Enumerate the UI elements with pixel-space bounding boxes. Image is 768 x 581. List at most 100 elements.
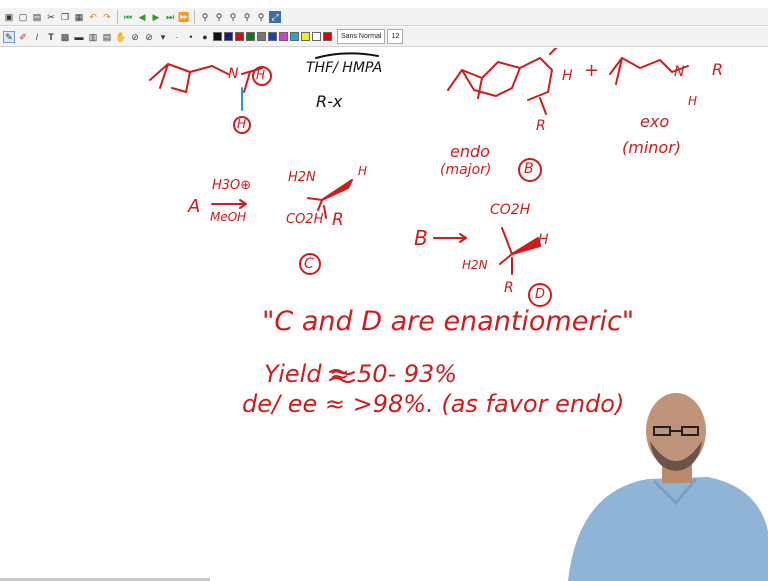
ring-stroke-right [609, 57, 689, 85]
sidechain-left [241, 67, 263, 93]
pen-icon[interactable]: ✎ [3, 30, 15, 43]
compound-c-label: C [304, 256, 314, 272]
thin-dot-icon[interactable]: · [175, 31, 179, 42]
save-icon[interactable]: ▣ [4, 11, 14, 22]
approx-mark-yield [329, 369, 355, 383]
undo-icon[interactable]: ↶ [89, 11, 97, 22]
color-swatch[interactable] [268, 32, 277, 41]
arrow-a-to-c [211, 199, 247, 209]
presenter-beard [650, 441, 702, 471]
vertical-space-icon[interactable]: ▬ [74, 31, 84, 42]
new-page-icon[interactable]: ▢ [18, 11, 28, 22]
color-swatch[interactable] [312, 32, 321, 41]
open-icon[interactable]: ▤ [32, 11, 42, 22]
reagents-top-text: THF/ HMPA [306, 60, 383, 76]
circled-h-bottom-label: H [237, 117, 247, 131]
c-r-label: R [332, 210, 344, 230]
pen-options-icon[interactable]: ▾ [160, 31, 166, 42]
hydrolysis-bottom-label: MeOH [210, 210, 247, 224]
d-co2h-label: CO2H [490, 202, 531, 218]
highlighter-icon[interactable]: / [35, 31, 39, 42]
wedge-d [511, 237, 541, 255]
color-swatch[interactable] [224, 32, 233, 41]
ring-stroke-mid [447, 61, 521, 99]
circled-h-top-label: H [256, 68, 266, 82]
plus-sign: + [584, 60, 600, 81]
product-r-left-label: R [536, 118, 546, 134]
presenter-shirt [568, 477, 768, 581]
b-arrow-label: B [414, 226, 428, 250]
toolbar-separator [194, 9, 195, 24]
presenter-video-overlay [568, 393, 768, 581]
hand-icon[interactable]: ✋ [115, 31, 127, 42]
circled-h-top [252, 66, 272, 86]
color-swatch[interactable] [279, 32, 288, 41]
medium-dot-icon[interactable]: • [189, 31, 193, 42]
product-h-left-label: H [562, 68, 573, 84]
shape-recognizer-icon[interactable]: ⊘ [131, 31, 139, 42]
zoom-fit-icon[interactable]: ⚲ [243, 11, 251, 22]
zoom-width-icon[interactable]: ⚲ [257, 11, 265, 22]
thick-dot-icon[interactable]: ● [202, 31, 208, 42]
main-toolbar: ▣ ▢ ▤ ✂ ❐ ▦ ↶ ↷ ⏮ ◀ ▶ ⏭ ⏩ ⚲ ⚲ ⚲ ⚲ ⚲ ⤢ [0, 8, 768, 26]
major-label: (major) [440, 162, 492, 178]
minor-label: (minor) [622, 138, 682, 157]
product-h-right-label: H [688, 94, 698, 108]
image-icon[interactable]: ▩ [60, 31, 70, 42]
last-page-icon[interactable]: ⏭ [165, 11, 175, 22]
next-page-icon[interactable]: ▶ [152, 11, 160, 22]
compound-a-label: A [188, 196, 201, 217]
fullscreen-icon[interactable]: ⤢ [269, 10, 281, 23]
wedge-c [321, 179, 353, 201]
compound-d-label: D [535, 287, 546, 302]
c-h-label: H [358, 164, 368, 178]
compound-b-label: B [524, 161, 534, 177]
color-swatch[interactable] [323, 32, 332, 41]
horizontal-scrollbar[interactable] [0, 578, 210, 581]
color-swatch[interactable] [235, 32, 244, 41]
c-h2n-label: H2N [288, 170, 316, 185]
d-h2n-label: H2N [462, 258, 488, 272]
font-size-box[interactable]: 12 [387, 29, 404, 44]
zoom-out-icon[interactable]: ⚲ [201, 11, 209, 22]
prev-page-icon[interactable]: ◀ [138, 11, 146, 22]
arrow-b-to-d [433, 233, 467, 243]
insert-page-icon[interactable]: ⏩ [178, 11, 190, 22]
font-name-box[interactable]: Sans Normal [337, 29, 386, 44]
select-rect-icon[interactable]: ▥ [88, 31, 98, 42]
zoom-reset-icon[interactable]: ⚲ [215, 11, 223, 22]
circled-h-bottom [233, 116, 251, 134]
color-swatch[interactable] [301, 32, 310, 41]
select-region-icon[interactable]: ▤ [102, 31, 112, 42]
eraser-icon[interactable]: ✐ [19, 31, 27, 42]
ring-bridge-right [539, 97, 547, 115]
reagent-rx-text: R-x [316, 92, 343, 111]
toolbar-separator [117, 9, 118, 24]
text-tool-icon[interactable]: T [48, 31, 54, 42]
color-swatch[interactable] [246, 32, 255, 41]
copy-icon[interactable]: ❐ [60, 11, 70, 22]
exo-label: exo [640, 112, 670, 131]
ruler-icon[interactable]: ⊘ [145, 31, 153, 42]
first-page-icon[interactable]: ⏮ [123, 11, 133, 22]
d-r-label: R [504, 280, 514, 296]
color-swatch[interactable] [257, 32, 266, 41]
c-co2h-label: CO2H [286, 212, 324, 227]
ring-n-right-label: N [674, 64, 685, 80]
zoom-in-icon[interactable]: ⚲ [229, 11, 237, 22]
notes-canvas[interactable]: THF/ HMPA R-x H H N N H + R R H endo (ma… [0, 48, 768, 581]
ring-stroke-left [149, 63, 213, 93]
circled-c [299, 253, 321, 275]
color-swatch[interactable] [213, 32, 222, 41]
redo-icon[interactable]: ↷ [103, 11, 111, 22]
presenter-collar [652, 478, 698, 506]
hydrolysis-top-label: H3O⊕ [212, 178, 252, 193]
color-swatch[interactable] [290, 32, 299, 41]
ring-carbonyl [519, 48, 558, 101]
imine-bond-left [211, 65, 229, 75]
circled-d [528, 283, 552, 307]
product-r-right-label: R [712, 60, 724, 79]
ring-n-left-label: N [228, 66, 239, 82]
paste-icon[interactable]: ▦ [74, 11, 84, 22]
cut-icon[interactable]: ✂ [47, 11, 55, 22]
